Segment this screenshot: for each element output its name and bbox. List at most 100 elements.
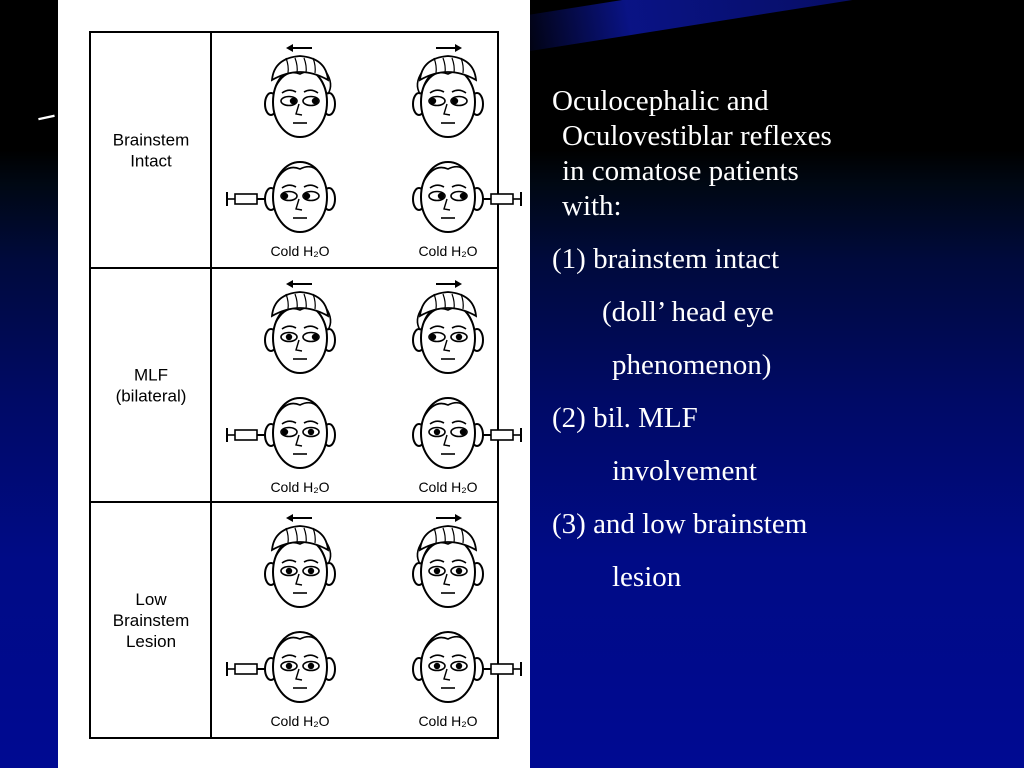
hairline xyxy=(275,165,325,182)
hairline xyxy=(423,635,473,652)
hand-finger xyxy=(460,293,464,310)
hand-thumb xyxy=(325,307,332,331)
face-icon xyxy=(412,397,484,469)
nose xyxy=(443,339,451,352)
eyebrow xyxy=(281,420,297,425)
hand-finger xyxy=(451,57,455,74)
grid-border xyxy=(89,31,499,739)
eyebrow xyxy=(429,420,445,425)
face-icon xyxy=(412,631,484,703)
pupil xyxy=(455,567,463,575)
hand-icon xyxy=(270,55,332,95)
arrow-icon xyxy=(436,280,462,288)
finding-item: (2) bil. MLF xyxy=(552,402,698,434)
row-label: Brainstem xyxy=(113,131,190,150)
pupil xyxy=(281,428,289,436)
hand-thumb xyxy=(325,541,332,565)
syringe-icon xyxy=(226,192,265,206)
syringe-barrel xyxy=(234,193,258,205)
pupil xyxy=(429,333,437,341)
row-label: Lesion xyxy=(126,632,176,651)
finding-item: (3) and low brainstem xyxy=(552,508,808,540)
syringe-barrel xyxy=(490,429,514,441)
eyebrow xyxy=(429,654,445,659)
hand-finger xyxy=(312,527,316,544)
hand-icon xyxy=(416,55,478,95)
hand-finger xyxy=(303,527,307,544)
face-icon xyxy=(264,66,336,138)
row-label: Low xyxy=(135,590,167,609)
syringe-barrel xyxy=(234,663,258,675)
hand-icon xyxy=(270,525,332,565)
arrow-icon xyxy=(436,514,462,522)
arrow-icon xyxy=(436,44,462,52)
hand-finger xyxy=(460,57,464,74)
nose xyxy=(295,573,303,586)
cold-water-caption: Cold H₂O xyxy=(418,713,477,729)
arrow-icon xyxy=(286,280,312,288)
hand-finger xyxy=(433,527,437,544)
arrow-icon xyxy=(286,514,312,522)
hand-finger xyxy=(294,293,298,310)
cold-water-caption: Cold H₂O xyxy=(270,479,329,495)
intro-line: with: xyxy=(562,190,622,222)
hand-icon xyxy=(416,291,478,331)
row-label: (bilateral) xyxy=(116,387,187,406)
syringe-barrel xyxy=(490,663,514,675)
intro-line: Oculocephalic and xyxy=(552,85,769,117)
face-icon xyxy=(264,161,336,233)
eyebrow xyxy=(303,654,319,659)
syringe-icon xyxy=(483,192,522,206)
nose xyxy=(295,198,303,211)
eyebrow xyxy=(281,325,297,330)
cold-water-caption: Cold H₂O xyxy=(418,479,477,495)
hand-thumb xyxy=(416,541,423,565)
pupil xyxy=(459,428,467,436)
syringe-icon xyxy=(483,428,522,442)
hand-finger xyxy=(303,293,307,310)
syringe-icon xyxy=(226,428,265,442)
finding-item: lesion xyxy=(612,561,682,593)
syringe-icon xyxy=(226,662,265,676)
hand-finger xyxy=(433,57,437,74)
row-label: MLF xyxy=(134,366,168,385)
hand-finger xyxy=(451,293,455,310)
arrow-head xyxy=(455,44,462,52)
face-icon xyxy=(264,631,336,703)
row-label: Intact xyxy=(130,152,172,171)
finding-item: phenomenon) xyxy=(612,349,772,381)
eyebrow xyxy=(303,559,319,564)
pupil xyxy=(289,97,297,105)
nose xyxy=(443,103,451,116)
hand-thumb xyxy=(325,71,332,95)
eyebrow xyxy=(429,184,445,189)
eyebrow xyxy=(281,89,297,94)
hand-icon xyxy=(416,525,478,565)
nose xyxy=(295,668,303,681)
face-outline xyxy=(272,631,328,703)
hairline xyxy=(423,540,473,557)
intro-line: in comatose patients xyxy=(562,155,799,187)
face-outline xyxy=(272,397,328,469)
arrow-icon xyxy=(286,44,312,52)
pupil xyxy=(285,662,293,670)
hand-finger xyxy=(442,527,446,544)
eyebrow xyxy=(451,184,467,189)
hand-finger xyxy=(285,527,289,544)
syringe-icon xyxy=(483,662,522,676)
pupil xyxy=(433,428,441,436)
intro-line: Oculovestiblar reflexes xyxy=(562,120,832,152)
hand-finger xyxy=(294,57,298,74)
nose xyxy=(443,434,451,447)
nose xyxy=(443,668,451,681)
syringe-barrel xyxy=(490,193,514,205)
cold-water-caption: Cold H₂O xyxy=(270,243,329,259)
pupil xyxy=(433,567,441,575)
hand-finger xyxy=(451,527,455,544)
finding-item: (1) brainstem intact xyxy=(552,243,780,275)
pupil xyxy=(281,192,289,200)
title-bar-stripe xyxy=(507,0,1024,54)
hairline xyxy=(275,306,325,323)
pupil xyxy=(307,567,315,575)
